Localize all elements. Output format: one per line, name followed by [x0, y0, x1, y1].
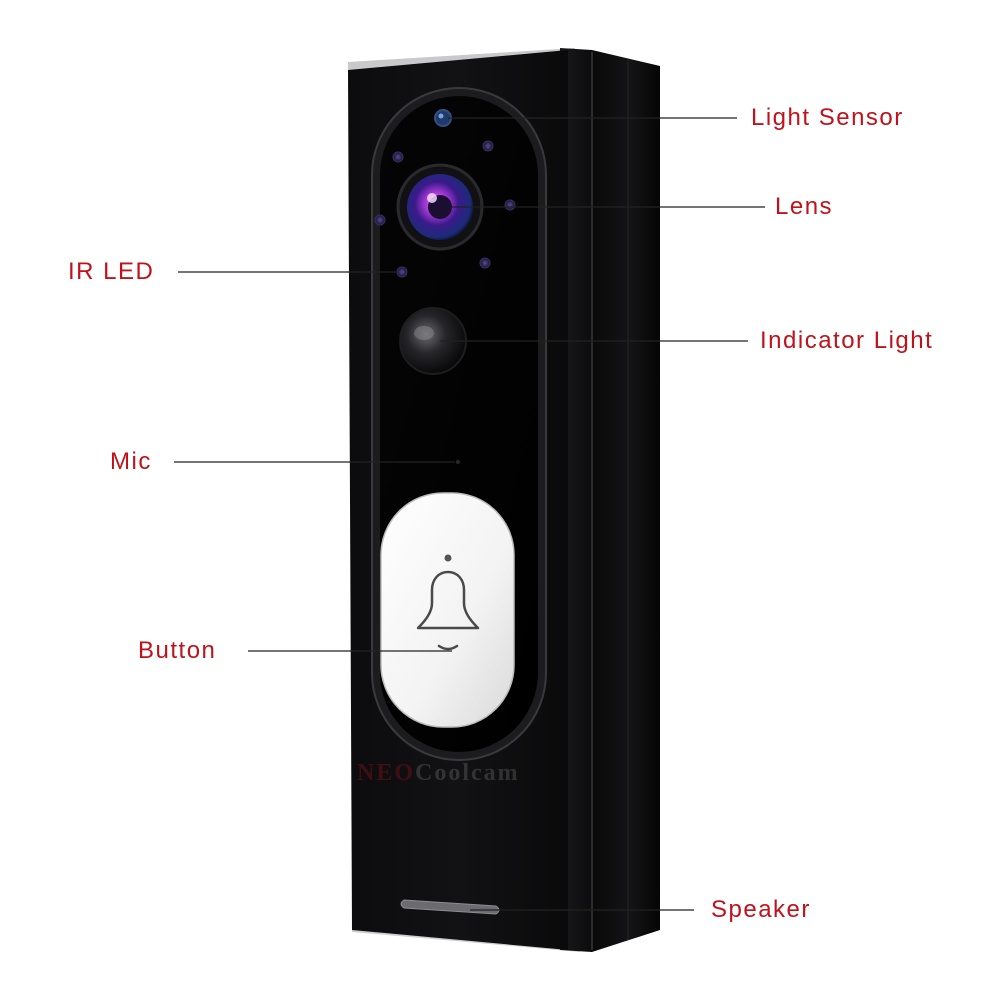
mic-icon: [455, 459, 461, 465]
ir-led-group: [374, 140, 516, 278]
label-lens: Lens: [775, 193, 834, 220]
indicator-glint: [414, 326, 434, 340]
ir-led-icon: [392, 151, 404, 163]
ir-led-icon: [504, 199, 516, 211]
bell-icon: [416, 570, 480, 651]
label-indicator-light: Indicator Light: [760, 327, 934, 354]
light-sensor-glint: [438, 113, 444, 119]
button-dot-icon: [444, 554, 452, 562]
watermark-part1: NEO: [357, 760, 416, 786]
ir-led-icon: [479, 257, 491, 269]
label-ir-led: IR LED: [68, 258, 155, 285]
label-button: Button: [138, 637, 217, 664]
lens-glint: [427, 193, 437, 203]
call-button[interactable]: [380, 492, 515, 728]
watermark-part2: Coolcam: [415, 760, 520, 786]
label-mic: Mic: [110, 448, 152, 475]
label-light-sensor: Light Sensor: [751, 104, 904, 131]
doorbell-side-face: [560, 48, 660, 952]
brand-watermark: NEOCoolcam: [357, 760, 520, 787]
ir-led-icon: [482, 140, 494, 152]
ir-led-icon: [374, 214, 386, 226]
label-speaker: Speaker: [711, 896, 811, 923]
ir-led-icon: [396, 266, 408, 278]
leader-lines: [174, 117, 765, 911]
